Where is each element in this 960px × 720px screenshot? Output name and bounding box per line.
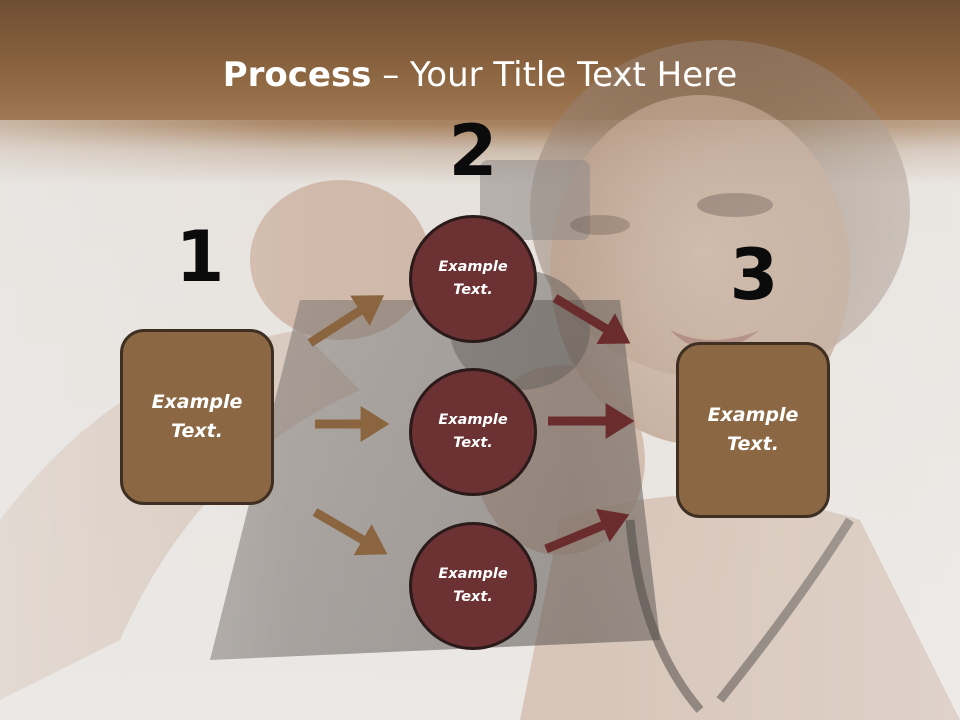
step-3-box-text: Example Text.	[707, 404, 799, 455]
step-2-circle-top: Example Text.	[409, 215, 537, 343]
step-1-box: Example Text.	[120, 329, 274, 505]
step-2-circle-bottom-text: Example Text.	[438, 566, 508, 605]
step-2-circle-bottom: Example Text.	[409, 522, 537, 650]
step-2-circle-middle-text: Example Text.	[438, 412, 508, 451]
arrow-right-icon	[544, 508, 630, 554]
step-number-2: 2	[448, 110, 498, 192]
step-1-box-text: Example Text.	[151, 391, 243, 442]
title-bold: Process	[222, 55, 372, 95]
step-2-circle-middle: Example Text.	[409, 368, 537, 496]
slide-title: Process – Your Title Text Here	[0, 52, 960, 98]
arrow-right-icon	[312, 508, 388, 556]
step-2-circle-top-text: Example Text.	[438, 259, 508, 298]
arrow-right-icon	[307, 295, 385, 347]
step-number-3: 3	[729, 234, 779, 316]
title-rest: – Your Title Text Here	[371, 55, 738, 95]
arrow-right-icon	[552, 294, 631, 344]
step-number-1: 1	[175, 216, 225, 298]
step-3-box: Example Text.	[676, 342, 830, 518]
